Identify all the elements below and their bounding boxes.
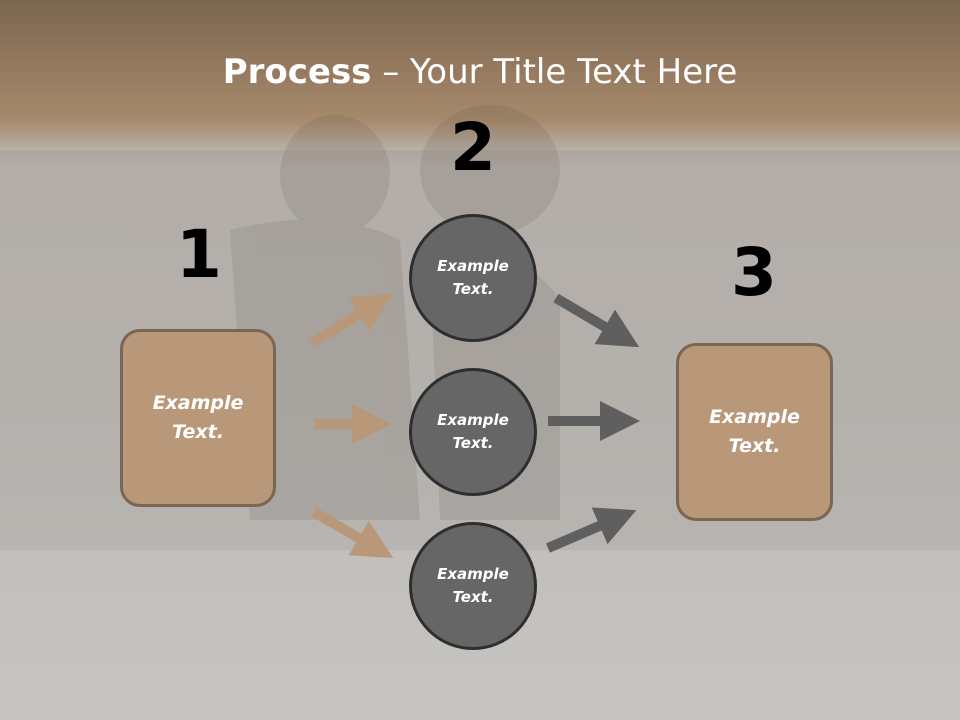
circle-bottom-label: Example Text.: [437, 565, 509, 606]
arrow-left-to-top: [309, 293, 394, 348]
title-bold: Process: [222, 52, 372, 92]
circle-middle: Example Text.: [409, 368, 537, 496]
circle-top-label: Example Text.: [437, 257, 509, 298]
left-box: Example Text.: [120, 329, 276, 507]
step-number-3: 3: [731, 234, 777, 311]
slide-title: Process – Your Title Text Here: [0, 52, 960, 92]
circle-bottom: Example Text.: [409, 522, 537, 650]
right-box: Example Text.: [676, 343, 833, 521]
arrow-top-to-right: [553, 293, 640, 348]
circle-top: Example Text.: [409, 214, 537, 342]
arrow-bottom-to-right: [546, 507, 637, 553]
circle-middle-label: Example Text.: [437, 411, 509, 452]
arrow-left-to-bottom: [311, 507, 394, 559]
right-box-label: Example Text.: [709, 406, 800, 457]
step-number-2: 2: [450, 109, 496, 186]
left-box-label: Example Text.: [152, 392, 244, 443]
step-number-1: 1: [176, 216, 222, 293]
title-rest: – Your Title Text Here: [371, 52, 738, 92]
